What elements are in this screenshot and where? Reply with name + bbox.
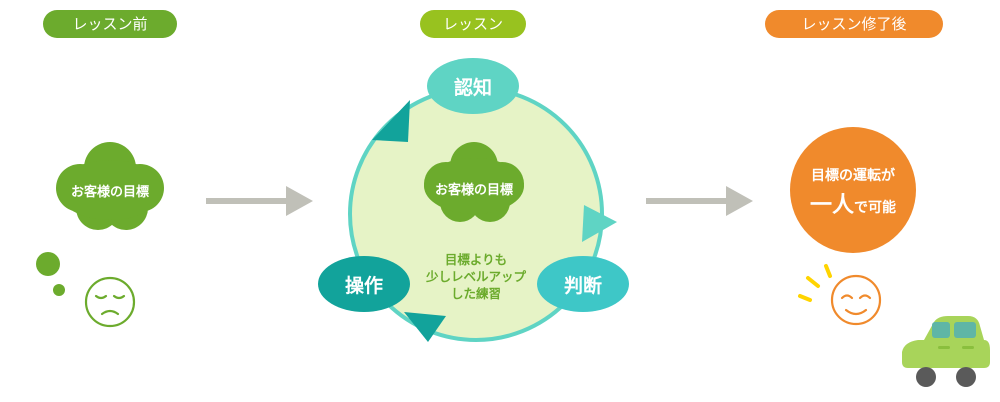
arrow-right-icon xyxy=(646,186,753,216)
center-text-line3: した練習 xyxy=(450,286,501,301)
goal-alone: 一人 xyxy=(809,193,854,218)
node-recognize xyxy=(427,58,519,114)
thought-bubble-large xyxy=(36,252,60,276)
stage-lesson-label: レッスン xyxy=(420,10,526,38)
node-operate xyxy=(318,256,410,312)
lesson-goal-cloud xyxy=(424,142,524,222)
stage-before-label: レッスン前 xyxy=(43,10,177,38)
center-practice-text: 目標よりも 少しレベルアップ した練習 xyxy=(406,251,546,302)
before-cloud-label: お客様の目標 xyxy=(70,185,149,200)
sparkle-icon xyxy=(798,264,832,302)
node-judge xyxy=(537,256,629,312)
goal-possible: で可能 xyxy=(854,200,896,216)
cycle-arrowhead-to-recognize xyxy=(372,100,410,142)
before-goal-cloud xyxy=(56,142,164,230)
goal-line2: 一人で可能 xyxy=(793,191,913,223)
goal-text: 目標の運転が 一人で可能 xyxy=(793,161,913,223)
cycle-arrowhead-to-judge xyxy=(582,205,617,242)
lesson-cloud-label: お客様の目標 xyxy=(434,183,513,198)
judge-label: 判断 xyxy=(563,275,602,297)
goal-circle xyxy=(790,127,916,253)
happy-face-icon xyxy=(830,274,882,326)
cycle-arrowhead-to-operate xyxy=(404,312,446,342)
goal-line1: 目標の運転が xyxy=(811,168,895,184)
thought-bubble-small xyxy=(53,284,65,296)
arrow-right-icon xyxy=(206,186,313,216)
center-text-line1: 目標よりも xyxy=(444,252,508,267)
operate-label: 操作 xyxy=(344,275,383,297)
stage-after-label: レッスン修了後 xyxy=(765,10,943,38)
center-text-line2: 少しレベルアップ xyxy=(425,269,526,284)
car-icon xyxy=(902,316,990,387)
recognize-label: 認知 xyxy=(453,77,492,99)
worried-face-icon xyxy=(84,276,136,328)
